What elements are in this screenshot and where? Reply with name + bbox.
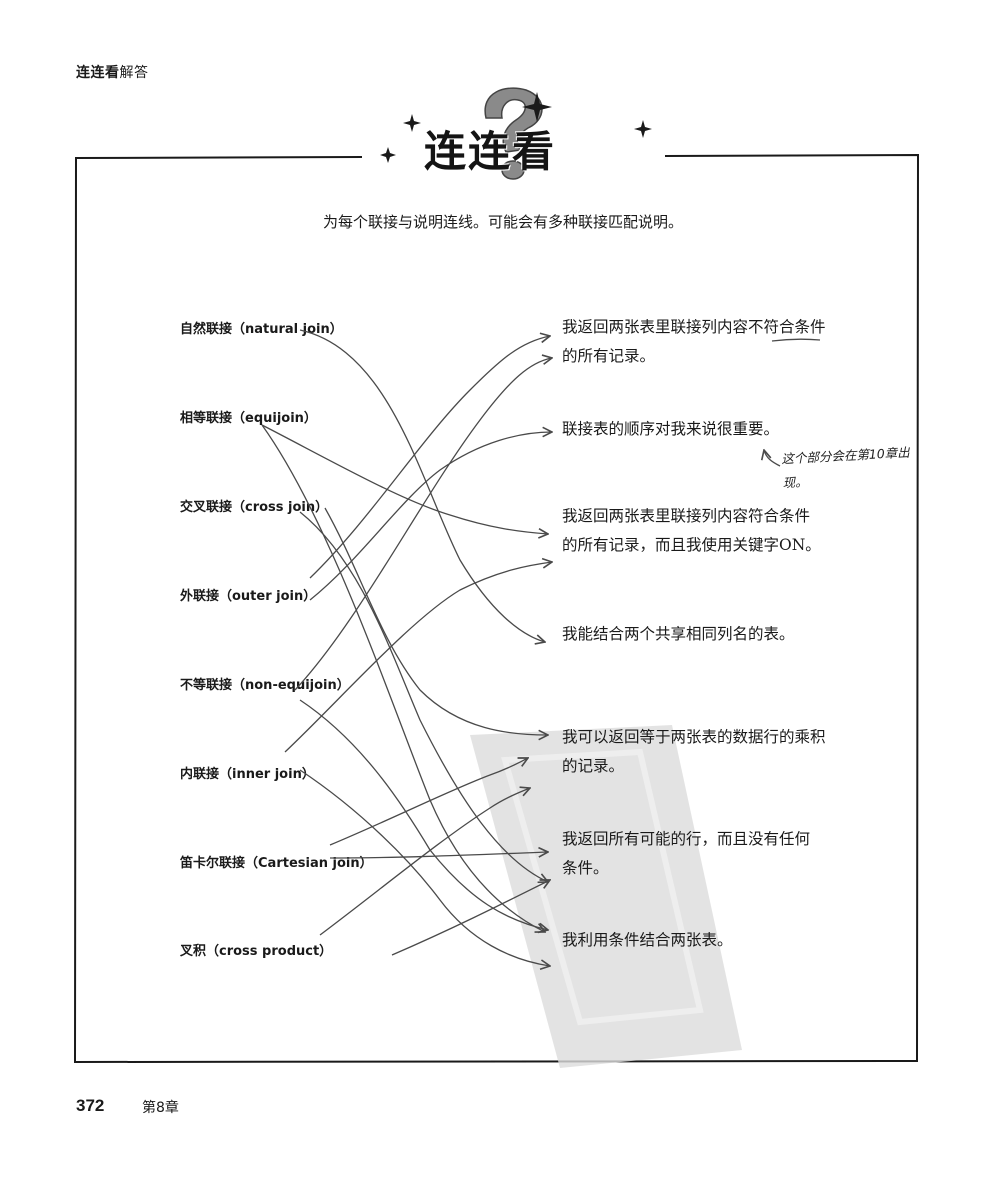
section-header-rest: 解答 <box>119 65 149 81</box>
description: 我返回两张表里联接列内容不符合条件的所有记录。 <box>562 318 826 365</box>
join-term: 自然联接（natural join） <box>180 322 343 337</box>
instruction-text: 为每个联接与说明连线。可能会有多种联接匹配说明。 <box>323 213 684 231</box>
join-term: 内联接（inner join） <box>180 767 315 782</box>
handwritten-note: 这个部分会在第10章出现。 <box>781 444 911 491</box>
description: 我利用条件结合两张表。 <box>562 931 733 949</box>
chapter-label: 第8章 <box>142 1100 179 1116</box>
join-term: 相等联接（equijoin） <box>180 411 317 426</box>
join-term: 叉积（cross product） <box>180 944 333 959</box>
join-term: 外联接（outer join） <box>180 589 317 604</box>
section-header-bold: 连连看 <box>76 65 120 81</box>
sparkle-icon <box>380 92 652 163</box>
join-term: 交叉联接（cross join） <box>180 500 329 515</box>
section-header: 连连看解答 <box>76 62 149 82</box>
question-mark-icon <box>484 87 543 180</box>
page-number: 372 <box>76 1096 105 1115</box>
description: 我能结合两个共享相同列名的表。 <box>562 625 795 643</box>
page-title: 连连看 <box>424 127 557 176</box>
join-term: 笛卡尔联接（Cartesian join） <box>180 856 373 871</box>
description: 联接表的顺序对我来说很重要。 <box>562 420 780 438</box>
join-term: 不等联接（non-equijoin） <box>180 678 350 693</box>
description: 我可以返回等于两张表的数据行的乘积的记录。 <box>562 728 826 775</box>
description: 我返回两张表里联接列内容符合条件的所有记录，而且我使用关键字ON。 <box>562 507 821 554</box>
description: 我返回所有可能的行，而且没有任何条件。 <box>562 830 811 877</box>
